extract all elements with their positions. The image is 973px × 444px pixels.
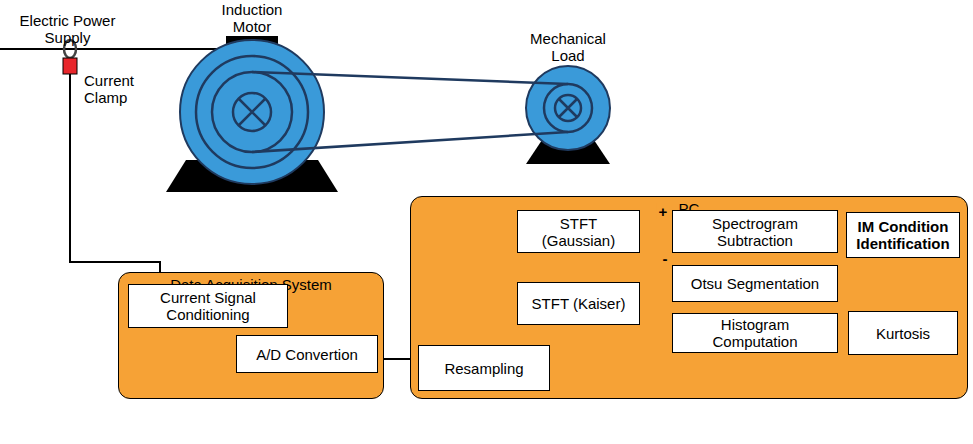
power-line xyxy=(0,48,228,50)
process-box: A/D Convertion xyxy=(236,335,378,373)
sign-label: - xyxy=(661,251,670,266)
process-box: Kurtosis xyxy=(848,311,958,355)
box-label: A/D Convertion xyxy=(256,346,358,363)
belt xyxy=(252,132,568,152)
load-pulley xyxy=(544,84,592,132)
box-label: Resampling xyxy=(444,360,523,377)
box-label: Histogram Computation xyxy=(677,316,833,350)
box-label: Spectrogram Subtraction xyxy=(677,215,833,249)
process-box: Histogram Computation xyxy=(672,313,838,353)
process-box: STFT (Kaiser) xyxy=(517,282,640,325)
box-label: IM Condition Identification xyxy=(851,218,955,252)
load-label: Mechanical Load xyxy=(520,30,616,64)
process-box: Current Signal Conditioning xyxy=(128,284,288,328)
load-body xyxy=(526,66,610,150)
motor-pulley xyxy=(212,72,292,152)
result-box: IM Condition Identification xyxy=(846,212,960,258)
clamp-body xyxy=(63,58,77,74)
clamp-label: Current Clamp xyxy=(84,72,146,106)
box-label: STFT (Gaussian) xyxy=(522,215,635,249)
process-box: Otsu Segmentation xyxy=(672,265,838,302)
motor-shaft-cross xyxy=(239,99,265,125)
motor-hub xyxy=(233,93,271,131)
pc-panel: PCResamplingSTFT (Gaussian)STFT (Kaiser)… xyxy=(410,196,968,399)
process-box: Spectrogram Subtraction xyxy=(672,210,838,253)
box-label: Otsu Segmentation xyxy=(691,275,819,292)
motor-label: Induction Motor xyxy=(210,1,294,35)
box-label: Current Signal Conditioning xyxy=(133,289,283,323)
belt xyxy=(252,72,568,84)
box-label: STFT (Kaiser) xyxy=(532,295,626,312)
process-box: STFT (Gaussian) xyxy=(517,210,640,253)
process-box: Resampling xyxy=(418,345,550,391)
load-hub xyxy=(555,95,581,121)
supply-label: Electric Power Supply xyxy=(5,12,130,46)
box-label: Kurtosis xyxy=(876,325,930,342)
sign-label: + xyxy=(657,204,670,219)
das-panel: Data Acquisition System (DAS)Current Sig… xyxy=(118,272,384,399)
motor-body xyxy=(180,40,324,184)
load-shaft-cross xyxy=(559,99,577,117)
